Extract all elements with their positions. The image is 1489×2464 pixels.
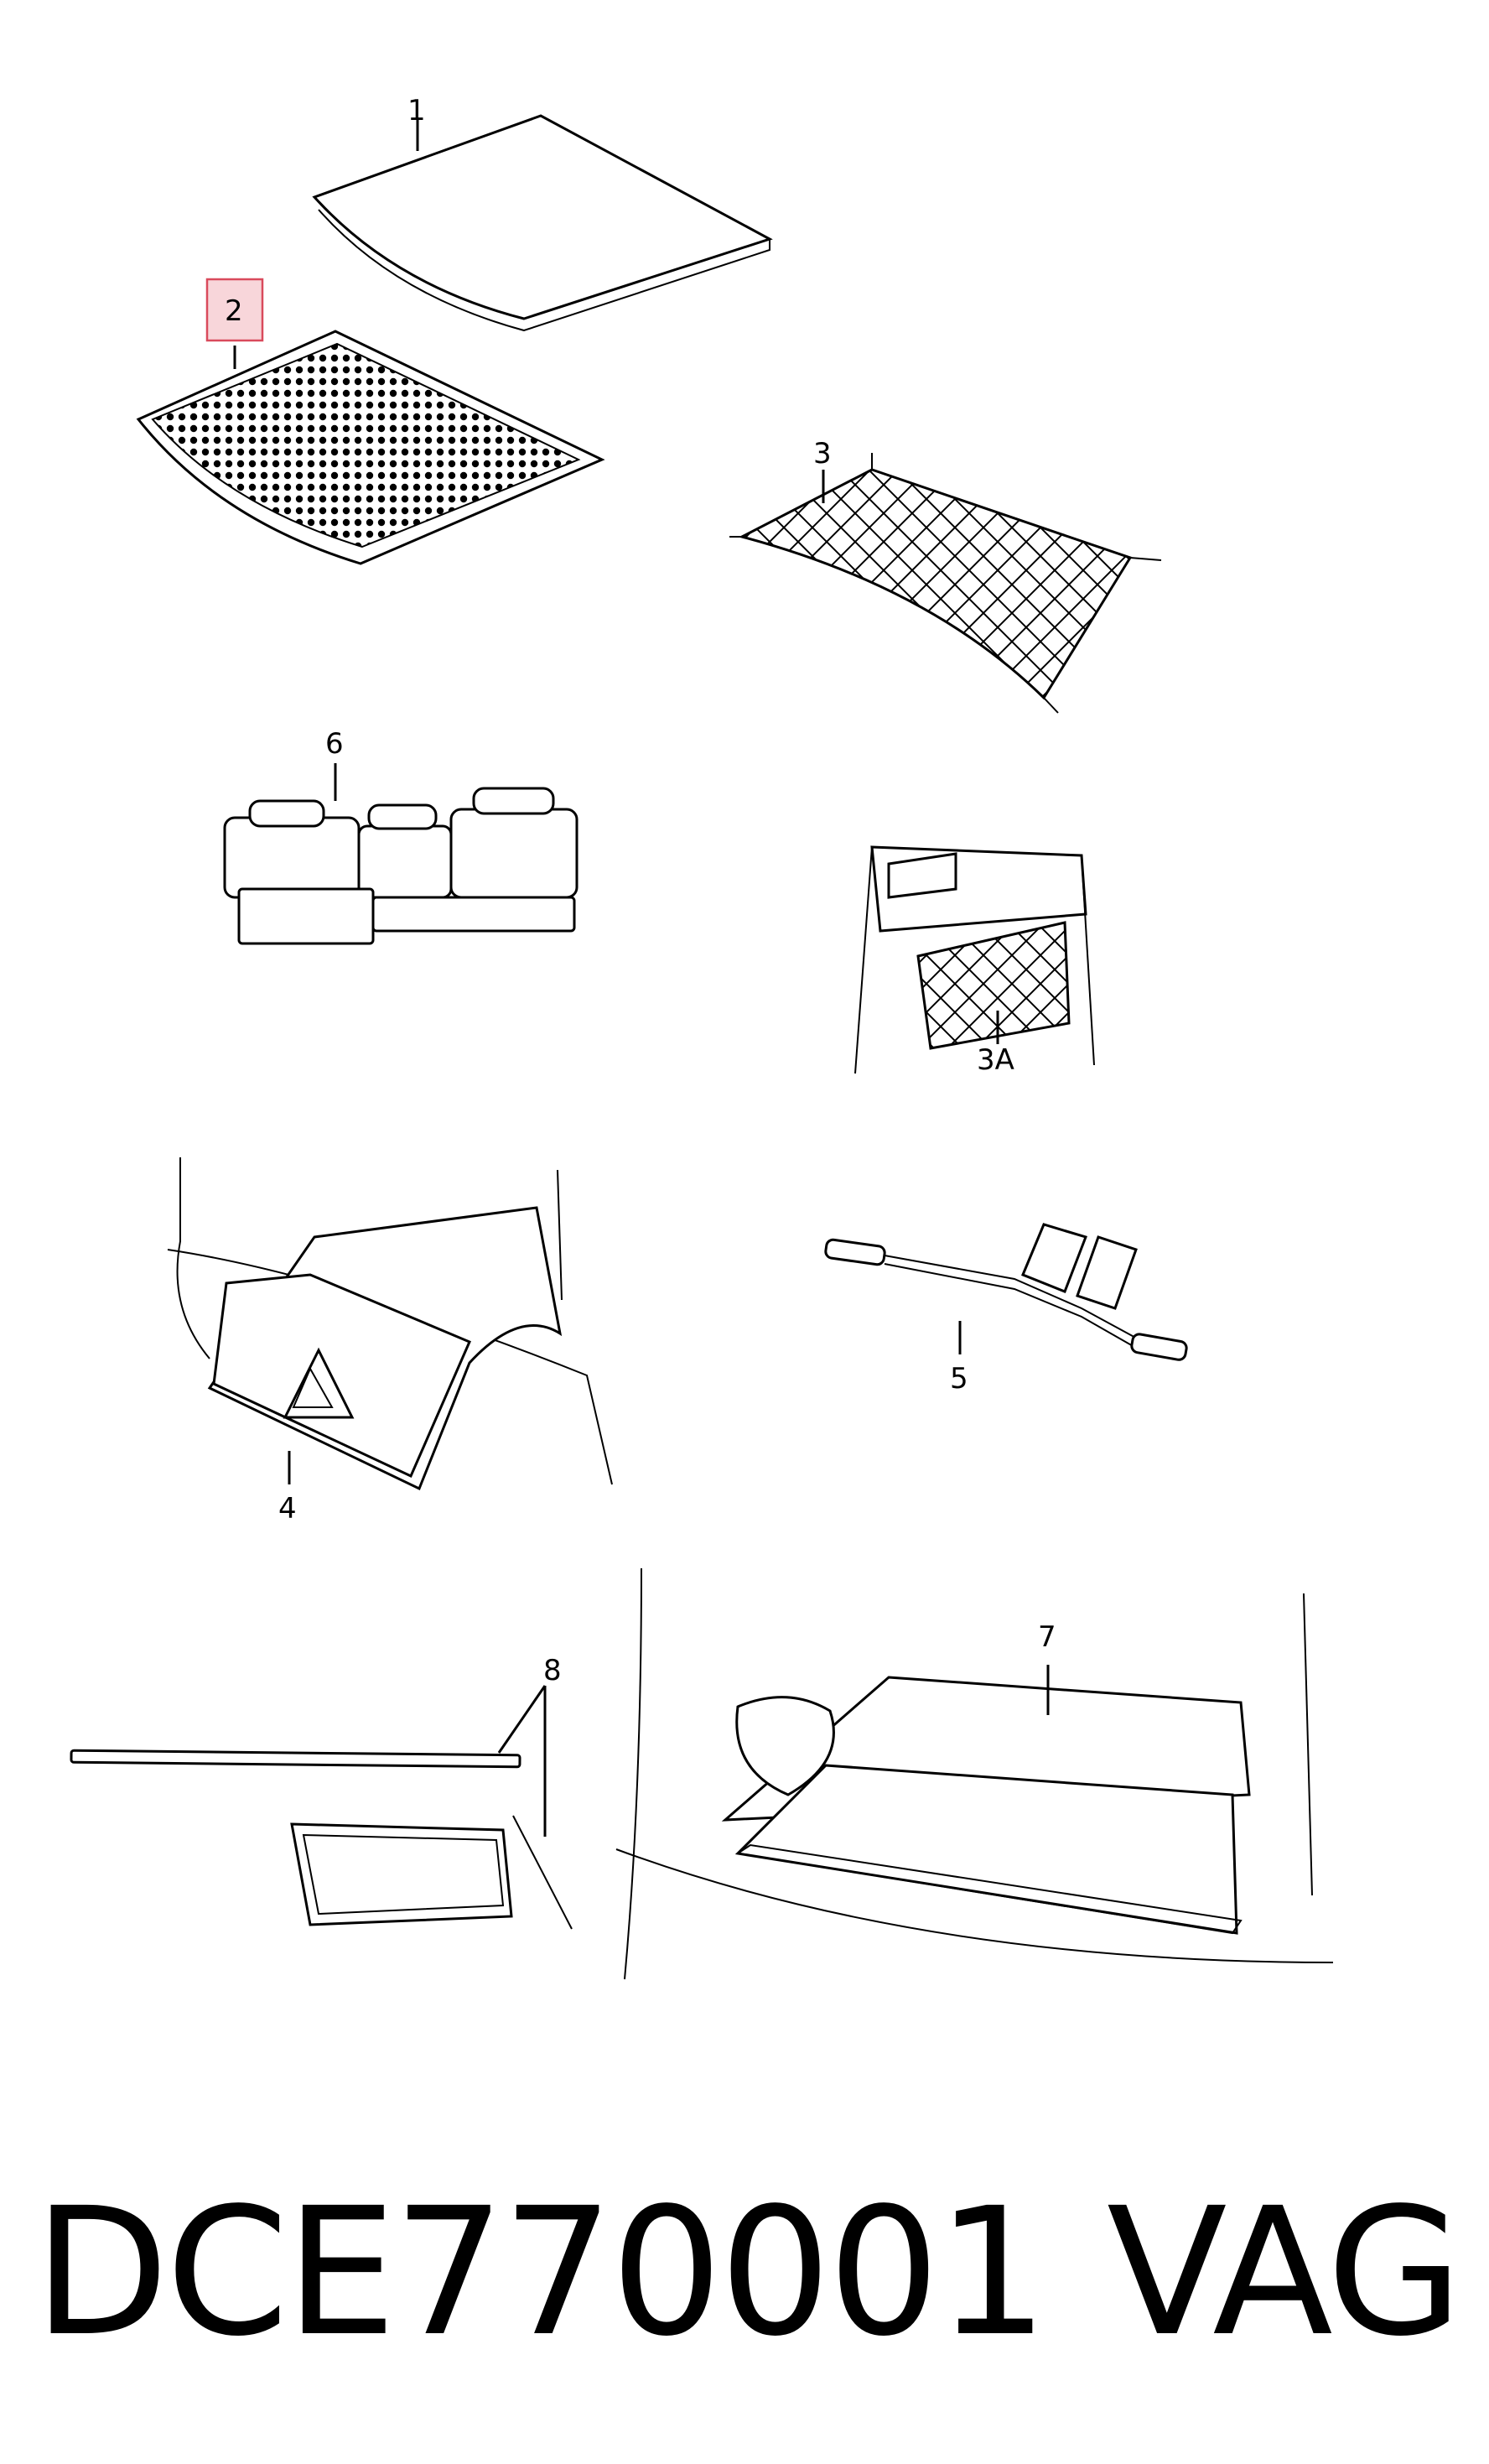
part-number: DCE770001 — [34, 2170, 1049, 2375]
callout-8: 8 — [543, 1654, 562, 1687]
callout-4: 4 — [278, 1492, 297, 1526]
part-7-trunk-floor: 7 — [615, 1567, 1334, 1980]
part-6-rear-seats: 6 — [223, 727, 578, 945]
callout-3a: 3A — [977, 1043, 1014, 1077]
footer: DCE770001 VAG — [0, 2147, 1489, 2399]
part-3-luggage-net: 3 — [729, 437, 1162, 714]
brand-name: VAG — [1107, 2170, 1463, 2375]
parts-diagram: 1 2 3 6 3A — [70, 94, 1334, 1980]
callout-3: 3 — [813, 437, 832, 470]
part-3a-side-net: 3A — [854, 845, 1095, 1077]
part-8-trim-strips: 8 — [70, 1654, 573, 1930]
part-5-cargo-strap: 5 — [824, 1223, 1188, 1396]
callout-1: 1 — [407, 94, 426, 127]
callout-7: 7 — [1038, 1620, 1056, 1654]
callout-2: 2 — [225, 294, 243, 328]
part-1-cover-board: 1 — [312, 94, 773, 332]
callout-6: 6 — [325, 727, 344, 761]
callout-2-highlight — [205, 278, 264, 342]
part-4-bumper-cover: 4 — [167, 1157, 613, 1526]
part-2-trunk-mat: 2 — [136, 278, 605, 565]
callout-5: 5 — [950, 1362, 968, 1396]
